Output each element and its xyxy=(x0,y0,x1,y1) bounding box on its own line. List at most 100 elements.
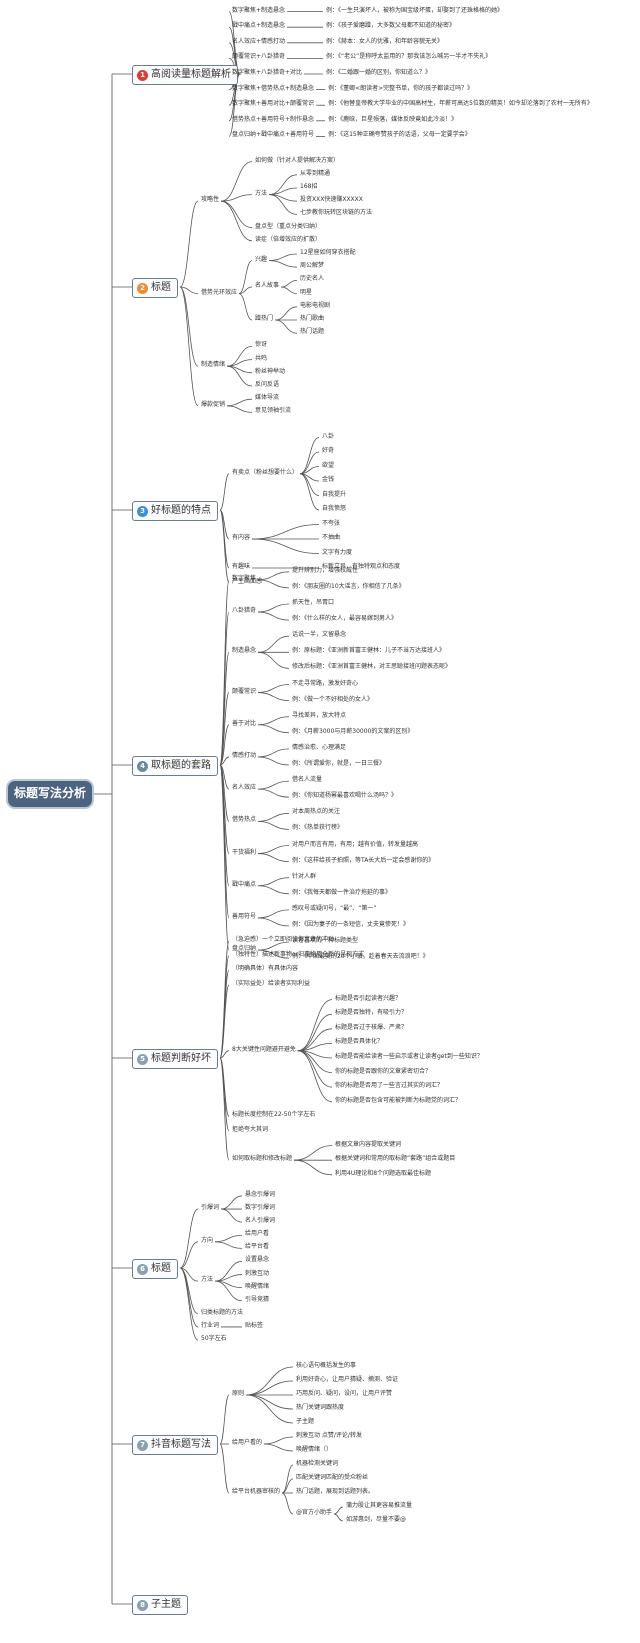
topic-node[interactable]: 刺激互动 点赞/评论/转发 xyxy=(296,1432,362,1439)
topic-node[interactable]: 行业词 xyxy=(201,1321,220,1329)
topic-node[interactable]: 借名人流量 xyxy=(292,776,323,784)
topic-node[interactable]: 数字聚焦+借势热点+制造悬念 xyxy=(232,84,315,92)
topic-node[interactable]: 巧用反问、疑问，设问，让用户评赞 xyxy=(296,1390,393,1397)
topic-node[interactable]: 不走寻常路，激发好奇心 xyxy=(292,679,359,687)
topic-node[interactable]: 话说一半，文留悬念 xyxy=(292,631,347,639)
topic-node[interactable]: 热门话题，展现到话题列表。 xyxy=(296,1488,375,1495)
topic-node[interactable]: 利用好奇心，让用户猜疑、摘测、验证 xyxy=(296,1376,399,1383)
topic-node[interactable]: 蹭热门 xyxy=(255,315,274,322)
topic-node[interactable]: 原则 xyxy=(232,1390,245,1397)
topic-node[interactable]: 唤醒情绪 xyxy=(245,1282,270,1290)
topic-node[interactable]: 归类标题的方法 xyxy=(201,1308,244,1316)
root-node[interactable]: 标题写法分析 xyxy=(8,781,92,807)
topic-node[interactable]: 悬念引爆词 xyxy=(245,1190,276,1198)
topic-node[interactable]: 例：《朋友圈的10大谣言，你相信了几条》 xyxy=(292,582,405,590)
topic-node[interactable]: 善用符号 xyxy=(232,912,257,920)
topic-node[interactable]: 例：《赫本：女人的优雅，和年龄容貌无关》 xyxy=(326,37,444,45)
topic-node[interactable]: 惊讶 xyxy=(255,341,268,349)
topic-node[interactable]: 例：《董卿<朗读者>完整书单，你的孩子都读过吗？》 xyxy=(328,84,474,92)
topic-node[interactable]: 好奇 xyxy=(322,447,335,454)
topic-node[interactable]: 修改后标题：《亚洲首富王健林，对王思聪接班问题表态呢》 xyxy=(292,663,452,671)
topic-node[interactable]: 例：《所谓爱你，就是，一日三餐》 xyxy=(292,760,386,767)
topic-node[interactable]: 善于对比 xyxy=(232,719,257,727)
topic-node[interactable]: @官方小助手 xyxy=(296,1509,333,1516)
topic-node[interactable]: 八卦猎奇 xyxy=(232,607,257,615)
topic-node[interactable]: 12星座如何穿衣搭配 xyxy=(300,249,356,256)
topic-node[interactable]: 标题是否独特，有吸引力？ xyxy=(335,1009,408,1017)
topic-node[interactable]: 例：《这15种正确夸赞孩子的话语，父母一定要学会》 xyxy=(328,131,471,139)
topic-node[interactable]: 读症（倍增效应的扩散） xyxy=(255,235,322,243)
topic-node[interactable]: 借势光环效应 xyxy=(201,288,238,296)
topic-node[interactable]: 情感治愈、心理满足 xyxy=(292,743,347,751)
topic-node[interactable]: 例：《这样给孩子拍照，等TA长大后一定会感谢你的》 xyxy=(292,856,435,864)
topic-node[interactable]: 名人故事 xyxy=(255,282,280,289)
topic-node[interactable]: 抓天性，吊胃口 xyxy=(292,599,335,606)
topic-node[interactable]: （明确具体）有具体内容 xyxy=(232,965,299,973)
topic-node[interactable]: 标题是否过于核爆、严肃？ xyxy=(335,1023,408,1031)
topic-node[interactable]: 例：《鹿晗，巨星殒落，媒体反映竟如此冷淡！》 xyxy=(328,115,458,123)
topic-node[interactable]: 盘点归纳 xyxy=(232,945,257,953)
topic-node[interactable]: 颠覆常识+八卦猎奇 xyxy=(232,53,286,61)
topic-node[interactable]: 唤醒情绪（） xyxy=(296,1446,333,1453)
topic-node[interactable]: 利用4U理论和8个问题选取最佳标题 xyxy=(335,1169,432,1177)
topic-node[interactable]: 欲望 xyxy=(322,461,335,469)
topic-node[interactable]: 针对人群 xyxy=(292,872,317,880)
topic-node[interactable]: 电影电视剧 xyxy=(300,301,331,309)
topic-node[interactable]: 攻略性 xyxy=(201,196,220,204)
topic-node[interactable]: 给平台机器审核的 xyxy=(232,1488,281,1495)
topic-node[interactable]: 8大关键性问题避开避免 xyxy=(232,1045,296,1053)
topic-node[interactable]: 给用户看的 xyxy=(232,1439,263,1446)
topic-node[interactable]: 例：《“老公”是称呼太监用的？那我该怎么喊另一半才不失礼》 xyxy=(326,53,492,61)
topic-node[interactable]: 数字聚焦 xyxy=(232,574,257,582)
topic-node[interactable]: 核心语句概括发生的事 xyxy=(296,1362,357,1369)
topic-node[interactable]: 金钱 xyxy=(322,476,335,483)
topic-node[interactable]: 有卖点（粉丝想要什么） xyxy=(232,468,299,476)
topic-node[interactable]: 蒲力股让其更容易推流量 xyxy=(346,1502,413,1509)
topic-node[interactable]: 名人效应+情感打动 xyxy=(232,37,286,45)
topic-node[interactable]: 干货福利 xyxy=(232,848,257,856)
topic-node[interactable]: 数字聚焦+善用对比+颠覆常识 xyxy=(232,100,315,108)
topic-node[interactable]: 提升辨别力，增强权威性 xyxy=(292,566,359,574)
topic-node[interactable]: 给平台看 xyxy=(245,1243,270,1251)
topic-node[interactable]: 产生画面感 xyxy=(232,577,263,585)
topic-node[interactable]: 拒绝夸大其词 xyxy=(232,1126,269,1133)
topic-node[interactable]: 共鸣 xyxy=(255,354,268,362)
topic-node[interactable]: 给用户看 xyxy=(245,1230,270,1238)
topic-node[interactable]: 情感打动 xyxy=(232,751,257,759)
topic-node[interactable]: 意见领袖引流 xyxy=(255,407,292,415)
topic-node[interactable]: （实际益处）给读者实际利益 xyxy=(232,980,311,987)
topic-node[interactable]: 刺激互动 xyxy=(245,1269,270,1277)
topic-node[interactable]: 50字左右 xyxy=(201,1335,227,1343)
topic-node[interactable]: 爆款促销 xyxy=(201,400,226,408)
topic-node[interactable]: 你的标题是否用了一些言过其实的词汇？ xyxy=(335,1082,444,1090)
topic-node[interactable]: 借势热点 xyxy=(232,816,257,824)
topic-node[interactable]: 粉丝神举动 xyxy=(255,367,286,375)
topic-node[interactable]: 名人效应 xyxy=(232,784,257,792)
topic-node[interactable]: 标题长度控制在22-50个字左右 xyxy=(232,1111,316,1119)
topic-node[interactable]: 盘点型（重点分类归纳） xyxy=(255,222,322,230)
topic-node[interactable]: 自我提升 xyxy=(322,490,347,498)
topic-node[interactable]: 热门话题 xyxy=(300,328,325,336)
topic-node[interactable]: 读者喜欢的一种标题类型 xyxy=(292,937,359,945)
topic-node[interactable]: 数字聚焦+八卦猎奇+对比 xyxy=(232,69,303,76)
topic-node[interactable]: 机器检测关键词 xyxy=(296,1460,339,1467)
topic-node[interactable]: 盘点归纳+戳中痛点+善用符号 xyxy=(232,131,315,139)
topic-node[interactable]: 例：《你知道杨幂最喜欢喝什么汤吗？》 xyxy=(292,792,398,800)
topic-node[interactable]: 匹配关键词匹配的受众粉丝 xyxy=(296,1474,369,1481)
topic-node[interactable]: 制造情绪 xyxy=(201,361,226,369)
topic-node[interactable]: 兴趣 xyxy=(255,255,268,263)
topic-node[interactable]: 例：《孩子爱磨蹭，大多数父母都不知道的秘密》 xyxy=(326,22,456,30)
topic-node[interactable]: 周公解梦 xyxy=(300,262,325,270)
topic-node[interactable]: 对本周热点的关注 xyxy=(292,808,341,816)
topic-node[interactable]: 热门关键词跟热度 xyxy=(296,1404,345,1411)
topic-node[interactable]: 标新立异，有独特观点和态度 xyxy=(322,563,401,570)
topic-node[interactable]: 借势热点+善用符号+制作悬念 xyxy=(232,115,315,123)
topic-node[interactable]: 媒体导流 xyxy=(255,394,280,402)
topic-node[interactable]: 例：原标题：《亚洲新首富王健林：儿子不当万达接班人》 xyxy=(292,647,446,655)
topic-node[interactable]: 从零到精通 xyxy=(300,169,331,177)
topic-node[interactable]: 如游惠剑，尽量不要@ xyxy=(346,1516,407,1523)
topic-node[interactable]: 标题是否引起读者兴趣？ xyxy=(335,994,402,1002)
